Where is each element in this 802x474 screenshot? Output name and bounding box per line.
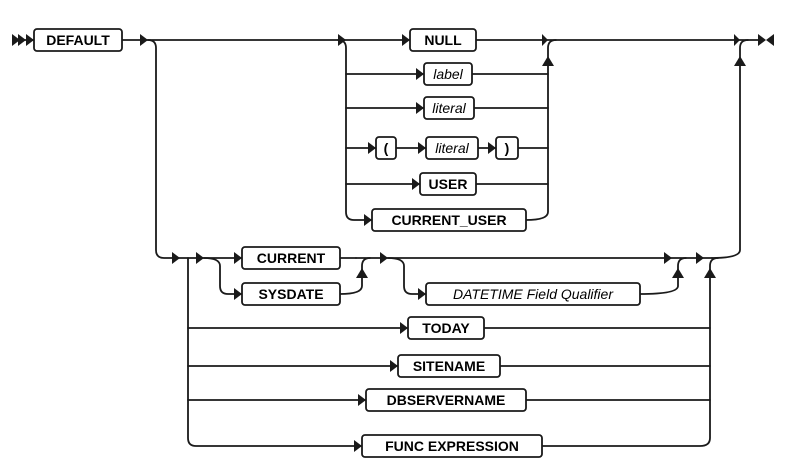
terminal-default: DEFAULT: [33, 28, 123, 52]
svg-text:(: (: [384, 140, 389, 156]
terminal-user: USER: [419, 172, 477, 196]
variable-label: label: [423, 62, 473, 86]
svg-text:DEFAULT: DEFAULT: [46, 32, 110, 48]
terminal-func-expression: FUNC EXPRESSION: [361, 434, 543, 458]
diagram-arrowheads: [12, 34, 774, 452]
terminal-open-paren: (: [375, 136, 397, 160]
variable-datetime-field-qualifier: DATETIME Field Qualifier: [425, 282, 641, 306]
terminal-dbservername: DBSERVERNAME: [365, 388, 527, 412]
svg-text:label: label: [433, 66, 463, 82]
terminal-null: NULL: [409, 28, 477, 52]
svg-text:DBSERVERNAME: DBSERVERNAME: [387, 392, 506, 408]
svg-text:TODAY: TODAY: [422, 320, 470, 336]
svg-text:NULL: NULL: [424, 32, 462, 48]
variable-paren-literal: literal: [425, 136, 479, 160]
svg-text:SYSDATE: SYSDATE: [258, 286, 323, 302]
svg-text:USER: USER: [429, 176, 468, 192]
svg-text:FUNC EXPRESSION: FUNC EXPRESSION: [385, 438, 519, 454]
svg-text:CURRENT: CURRENT: [257, 250, 326, 266]
terminal-today: TODAY: [407, 316, 485, 340]
svg-text:literal: literal: [435, 140, 469, 156]
terminal-sysdate: SYSDATE: [241, 282, 341, 306]
terminal-current: CURRENT: [241, 246, 341, 270]
svg-text:DATETIME Field Qualifier: DATETIME Field Qualifier: [453, 286, 614, 302]
variable-literal: literal: [423, 96, 475, 120]
terminal-sitename: SITENAME: [397, 354, 501, 378]
terminal-close-paren: ): [495, 136, 519, 160]
diagram-lines: [13, 39, 759, 447]
svg-text:literal: literal: [432, 100, 466, 116]
terminal-current-user: CURRENT_USER: [371, 208, 527, 232]
svg-text:CURRENT_USER: CURRENT_USER: [391, 212, 506, 228]
svg-text:SITENAME: SITENAME: [413, 358, 485, 374]
svg-text:): ): [505, 140, 510, 156]
